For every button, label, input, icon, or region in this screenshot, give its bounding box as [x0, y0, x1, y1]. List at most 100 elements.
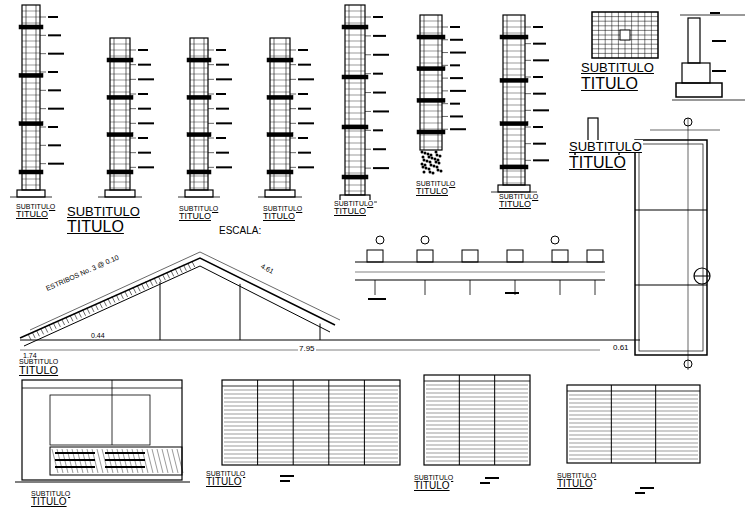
drawing-line: [420, 51, 442, 52]
drawing-line: [694, 276, 710, 277]
note-mark: [216, 78, 232, 80]
drawing-line: [22, 11, 40, 12]
drawing-line: [569, 411, 698, 412]
drawing-line: [190, 44, 208, 45]
drawing-line: [87, 308, 90, 314]
drawing-line: [503, 171, 525, 172]
drawing-line: [190, 140, 208, 141]
drawing-line: [208, 79, 214, 80]
beam-band: [187, 95, 211, 99]
drawing-line: [98, 197, 142, 198]
drawing-line: [110, 86, 130, 87]
title-label: TITULO: [413, 481, 451, 491]
drawing-line: [569, 451, 698, 452]
drawing-line: [190, 68, 208, 69]
drawing-line: [62, 319, 65, 325]
rubble-fill: [424, 152, 427, 155]
drawing-line: [426, 421, 528, 422]
drawing-line: [190, 116, 208, 117]
drawing-line: [224, 446, 398, 447]
drawing-line: [154, 278, 157, 284]
drawing-line: [290, 167, 296, 168]
drawing-line: [40, 53, 46, 54]
drawing-line: [345, 137, 365, 138]
footing-plan: [592, 12, 658, 58]
note-mark: [48, 126, 58, 128]
drawing-line: [345, 95, 365, 96]
drawing-line: [270, 110, 290, 111]
note-mark: [216, 93, 226, 95]
note-mark: [105, 452, 145, 454]
note-mark: [450, 39, 463, 41]
title-label: SUBTITULO: [556, 472, 597, 479]
drawing-line: [32, 332, 35, 338]
note-mark: [55, 466, 95, 468]
drawing-line: [290, 64, 296, 65]
beam-band: [267, 95, 293, 99]
section-marker: [694, 268, 710, 284]
drawing-line: [22, 388, 182, 389]
drawing-line: [365, 149, 371, 150]
title-label: TITULO: [18, 365, 59, 376]
roof-line: [30, 252, 340, 330]
drawing-line: [130, 94, 136, 95]
note-mark: [533, 26, 543, 28]
note-mark: [533, 76, 543, 78]
drawing-line: [22, 83, 40, 84]
drawing-line: [224, 454, 398, 455]
drawing-line: [22, 89, 40, 90]
drawing-line: [525, 43, 531, 44]
drawing-line: [162, 449, 168, 473]
panel-frame: [639, 144, 703, 351]
drawing-line: [45, 327, 48, 333]
drawing-line: [345, 65, 365, 66]
drawing-line: [208, 94, 214, 95]
drawing-line: [224, 434, 398, 435]
drawing-line: [129, 289, 132, 295]
rubble-fill: [437, 169, 440, 172]
drawing-line: [365, 35, 371, 36]
drawing-line: [345, 23, 365, 24]
drawing-line: [424, 381, 530, 382]
drawing-line: [36, 5, 37, 190]
drawing-line: [365, 168, 371, 169]
drawing-line: [270, 56, 290, 57]
drawing-line: [569, 455, 698, 456]
note-mark: [138, 49, 148, 51]
drawing-line: [525, 60, 531, 61]
note-mark: [373, 73, 383, 75]
note-mark: [373, 167, 389, 169]
title-label: SUBTITULO: [15, 203, 56, 210]
dimension-label: 0.44: [90, 332, 106, 339]
beam-band: [417, 35, 445, 39]
drawing-line: [26, 5, 27, 190]
rubble-fill: [436, 166, 439, 169]
drawing-line: [569, 435, 698, 436]
drawing-line: [494, 375, 495, 465]
drawing-line: [420, 111, 442, 112]
panel-frame: [424, 375, 530, 465]
drawing-line: [224, 438, 398, 439]
drawing-line: [270, 116, 290, 117]
drawing-line: [22, 137, 40, 138]
drawing-line: [365, 54, 371, 55]
drawing-line: [190, 80, 208, 81]
beam-band: [267, 58, 293, 62]
drawing-line: [130, 138, 136, 139]
drawing-line: [270, 182, 290, 183]
note-mark: [710, 12, 720, 14]
note-mark: [298, 93, 308, 95]
roof-section: [20, 252, 640, 350]
drawing-line: [150, 280, 153, 286]
note-mark: [373, 148, 386, 150]
drawing-line: [70, 315, 73, 321]
beam-band: [267, 133, 293, 137]
footing-section: [676, 83, 722, 97]
drawing-line: [569, 427, 698, 428]
drawing-line: [420, 81, 442, 82]
drawing-line: [345, 185, 365, 186]
title-label: TITULO: [568, 155, 627, 171]
drawing-line: [567, 391, 700, 392]
title-label: SUBTITULO: [498, 193, 539, 200]
drawing-line: [420, 105, 442, 106]
